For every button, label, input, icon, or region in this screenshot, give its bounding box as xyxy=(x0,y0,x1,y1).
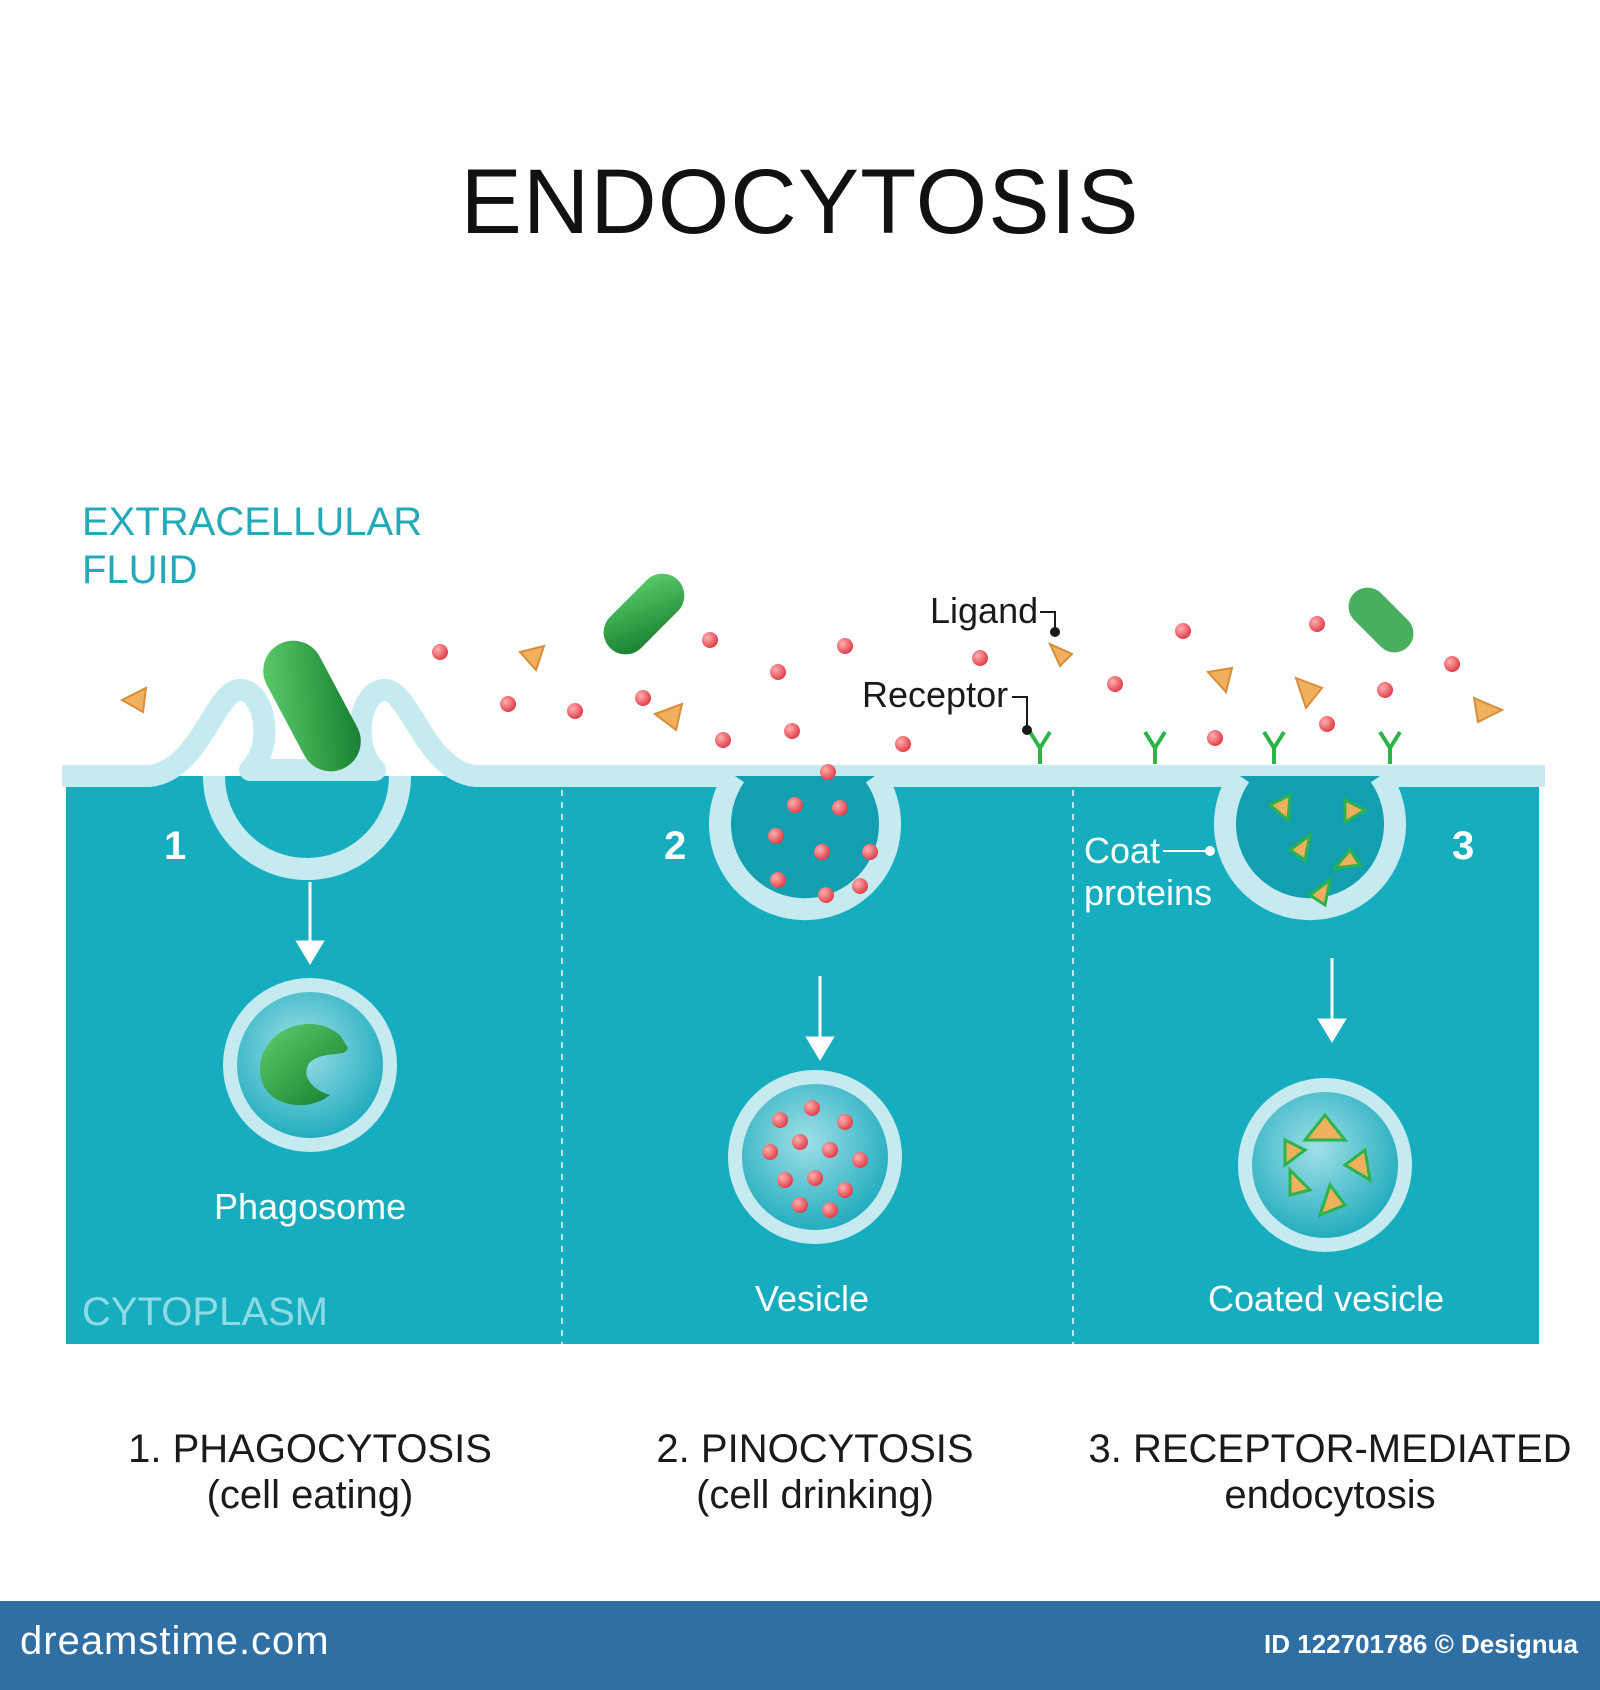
endocytosis-diagram xyxy=(62,573,1545,1344)
ligands xyxy=(119,641,1505,732)
coated-vesicle-ligands xyxy=(1283,1112,1373,1218)
coat-proteins-label-2: proteins xyxy=(1084,872,1213,913)
coat-proteins-label-1: Coat xyxy=(1084,830,1161,871)
caption-subtitle: (cell eating) xyxy=(206,1473,414,1517)
image-credit: ID 122701786 © Designua xyxy=(1264,1629,1578,1659)
cell-membrane xyxy=(62,679,1545,787)
page-title: ENDOCYTOSIS xyxy=(460,151,1140,253)
step-marker-1: 1 xyxy=(164,824,187,868)
footer-bar: dreamstime.com ID 122701786 © Designua xyxy=(0,1601,1600,1690)
phagosome xyxy=(223,978,397,1152)
ligand-label: Ligand xyxy=(930,590,1039,631)
extracellular-label: EXTRACELLULAR xyxy=(82,500,423,544)
caption-receptor-mediated: 3. RECEPTOR-MEDIATED endocytosis xyxy=(1080,1426,1580,1518)
particles xyxy=(432,616,1460,903)
caption-title: 2. PINOCYTOSIS xyxy=(656,1427,974,1471)
phagosome-label: Phagosome xyxy=(214,1186,407,1227)
step-marker-2: 2 xyxy=(664,824,687,868)
bacterium xyxy=(603,573,685,655)
caption-title: 3. RECEPTOR-MEDIATED xyxy=(1088,1427,1572,1471)
bacterium xyxy=(1348,587,1414,653)
leader-lines xyxy=(1012,611,1060,735)
receptors xyxy=(1028,730,1402,764)
vesicle-contents xyxy=(762,1100,868,1218)
cytoplasm-label: CYTOPLASM xyxy=(82,1290,328,1334)
phagocytic-cup xyxy=(203,775,411,880)
receptor-label: Receptor xyxy=(862,674,1009,715)
brand-link[interactable]: dreamstime.com xyxy=(20,1619,330,1663)
arrows xyxy=(295,882,1347,1061)
caption-title: 1. PHAGOCYTOSIS xyxy=(128,1427,492,1471)
caption-subtitle: endocytosis xyxy=(1224,1473,1436,1517)
vesicle-label: Vesicle xyxy=(755,1278,870,1319)
step-marker-3: 3 xyxy=(1452,824,1475,868)
bacterium xyxy=(263,640,361,772)
caption-pinocytosis: 2. PINOCYTOSIS (cell drinking) xyxy=(600,1426,1030,1518)
coated-vesicle xyxy=(1238,1078,1412,1252)
coated-vesicle-label: Coated vesicle xyxy=(1208,1278,1445,1319)
digested-bacterium xyxy=(260,1023,348,1106)
pit-ligands xyxy=(1267,792,1369,908)
caption-phagocytosis: 1. PHAGOCYTOSIS (cell eating) xyxy=(100,1426,520,1518)
fluid-label: FLUID xyxy=(82,548,198,592)
caption-subtitle: (cell drinking) xyxy=(696,1473,934,1517)
coat-leader xyxy=(1163,846,1215,856)
